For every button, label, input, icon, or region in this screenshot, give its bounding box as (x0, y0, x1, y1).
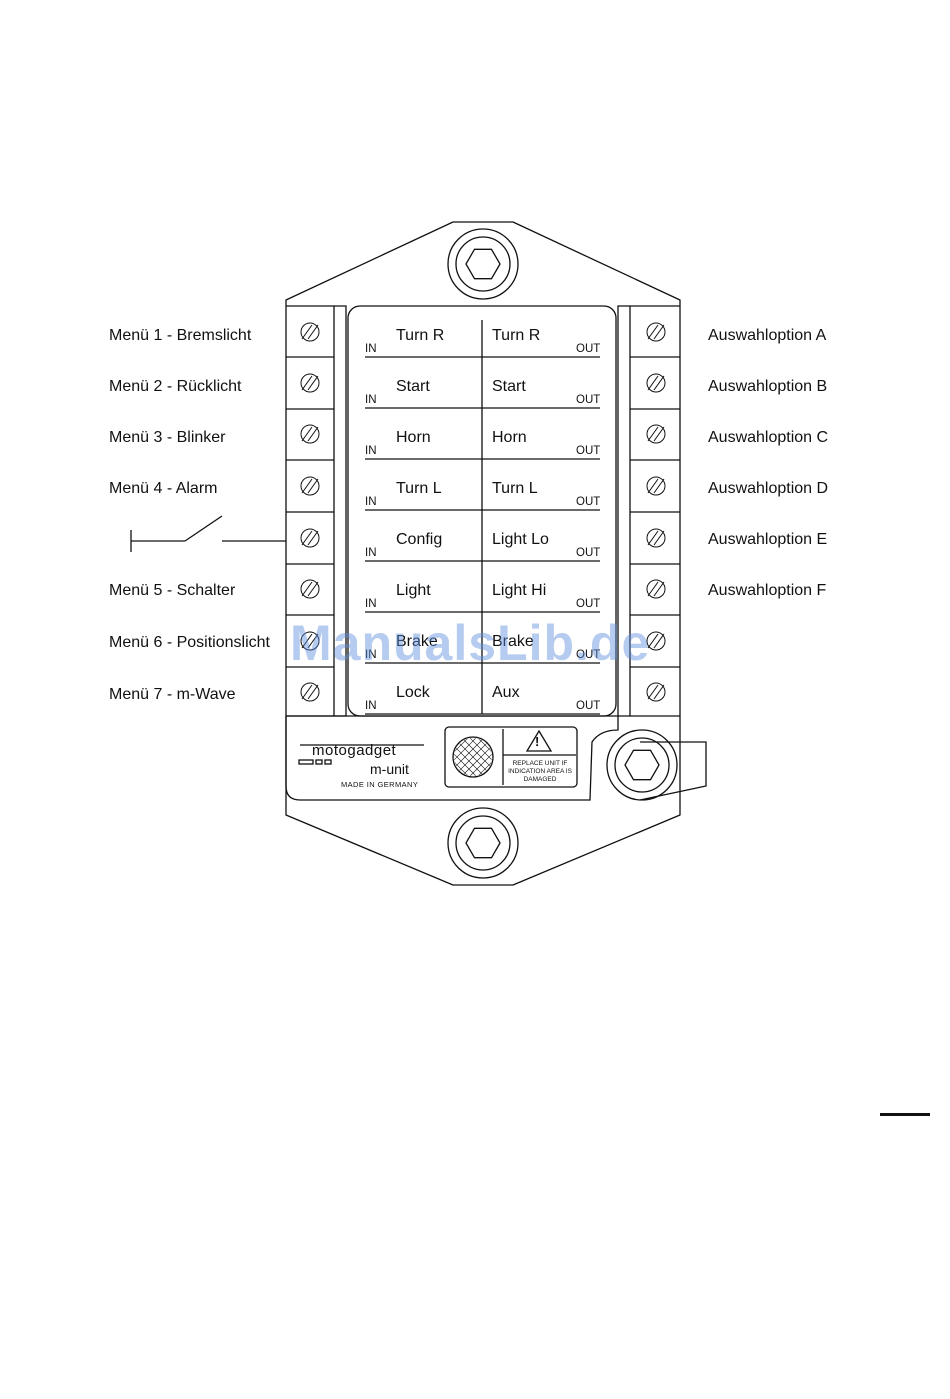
row-in-label: Turn R (396, 327, 445, 344)
page-mark (880, 1113, 930, 1116)
screw-head-icon (646, 373, 666, 393)
screw-head-icon (300, 476, 320, 496)
screw-head-icon (300, 373, 320, 393)
out-marker: OUT (576, 496, 601, 508)
right-label: Auswahloption D (708, 480, 829, 497)
warning-text: REPLACE UNIT IF INDICATION AREA IS DAMAG… (508, 760, 572, 783)
in-marker: IN (365, 649, 377, 661)
row-out-label: Turn R (492, 327, 541, 344)
left-label: Menü 7 - m-Wave (109, 686, 236, 703)
out-marker: OUT (576, 700, 601, 712)
screw-head-icon (646, 631, 666, 651)
warning-symbol: ! (535, 734, 540, 749)
row-in-label: Config (396, 531, 443, 548)
screw-head-icon (300, 682, 320, 702)
watermark: ManualsLib.de (290, 615, 651, 671)
out-marker: OUT (576, 547, 601, 559)
left-label: Menü 4 - Alarm (109, 480, 218, 497)
row-in-label: Brake (396, 633, 438, 650)
out-marker: OUT (576, 598, 601, 610)
screw-head-icon (646, 476, 666, 496)
left-label: Menü 1 - Bremslicht (109, 327, 252, 344)
in-marker: IN (365, 547, 377, 559)
out-marker: OUT (576, 649, 601, 661)
left-label: Menü 2 - Rücklicht (109, 378, 242, 395)
row-out-label: Light Lo (492, 531, 549, 548)
right-label: Auswahloption E (708, 531, 828, 548)
hex-bolt-icon (447, 807, 519, 879)
row-in-label: Horn (396, 429, 431, 446)
screw-head-icon (300, 322, 320, 342)
out-marker: OUT (576, 394, 601, 406)
right-label: Auswahloption C (708, 429, 829, 446)
screw-head-icon (300, 579, 320, 599)
screw-head-icon (646, 579, 666, 599)
hex-bolt-icon (606, 729, 707, 801)
out-marker: OUT (576, 343, 601, 355)
row-in-label: Turn L (396, 480, 442, 497)
screw-head-icon (646, 682, 666, 702)
screw-head-icon (300, 528, 320, 548)
switch-symbol-icon (130, 515, 286, 552)
out-marker: OUT (576, 445, 601, 457)
left-label: Menü 3 - Blinker (109, 429, 226, 446)
brand-name: motogadget (312, 742, 397, 759)
warning-sticker (444, 726, 578, 788)
row-in-label: Lock (396, 684, 430, 701)
row-out-label: Brake (492, 633, 534, 650)
in-marker: IN (365, 343, 377, 355)
warning-triangle-icon (525, 729, 553, 752)
hex-bolt-icon (447, 228, 519, 300)
row-out-label: Light Hi (492, 582, 547, 599)
in-marker: IN (365, 700, 377, 712)
screw-head-icon (300, 424, 320, 444)
housing-outline (285, 221, 681, 886)
row-in-label: Light (396, 582, 431, 599)
right-label: Auswahloption A (708, 327, 827, 344)
in-marker: IN (365, 445, 377, 457)
origin-text: MADE IN GERMANY (341, 780, 419, 789)
product-name: m-unit (370, 761, 409, 777)
screw-head-icon (646, 528, 666, 548)
in-marker: IN (365, 598, 377, 610)
screw-head-icon (646, 322, 666, 342)
right-label: Auswahloption F (708, 582, 827, 599)
right-label: Auswahloption B (708, 378, 828, 395)
left-label: Menü 6 - Positionslicht (109, 634, 270, 651)
row-out-label: Turn L (492, 480, 538, 497)
screw-head-icon (646, 424, 666, 444)
screw-head-icon (300, 631, 320, 651)
left-label: Menü 5 - Schalter (109, 582, 236, 599)
row-out-label: Aux (492, 684, 520, 701)
in-marker: IN (365, 394, 377, 406)
row-in-label: Start (396, 378, 430, 395)
row-out-label: Start (492, 378, 526, 395)
in-marker: IN (365, 496, 377, 508)
row-out-label: Horn (492, 429, 527, 446)
